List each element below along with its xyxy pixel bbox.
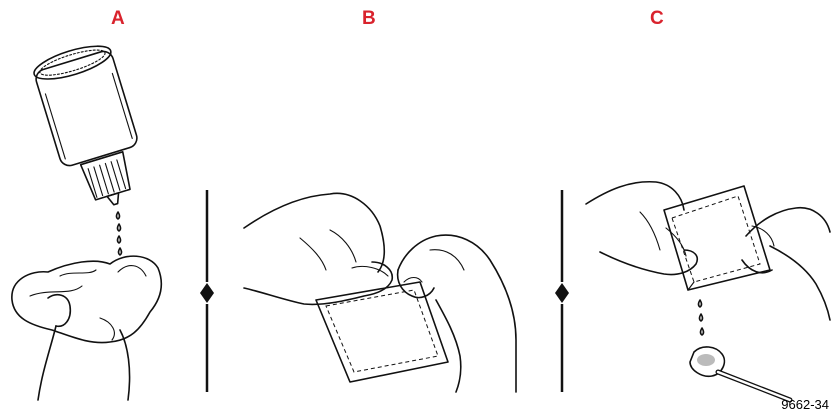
packet <box>316 282 448 382</box>
hand-with-cloth <box>12 256 161 400</box>
panel-c-illustration <box>586 182 830 400</box>
swab <box>690 347 790 400</box>
figure-id: 9662-34 <box>781 397 829 412</box>
left-hand <box>244 193 392 304</box>
drops <box>699 300 704 335</box>
left-hand <box>586 182 697 275</box>
separator-left <box>200 190 214 392</box>
separator-right <box>555 190 569 392</box>
panel-a-illustration <box>12 39 161 400</box>
solvent-bottle <box>31 39 154 215</box>
panel-b-illustration <box>244 193 516 392</box>
drops <box>117 212 122 255</box>
